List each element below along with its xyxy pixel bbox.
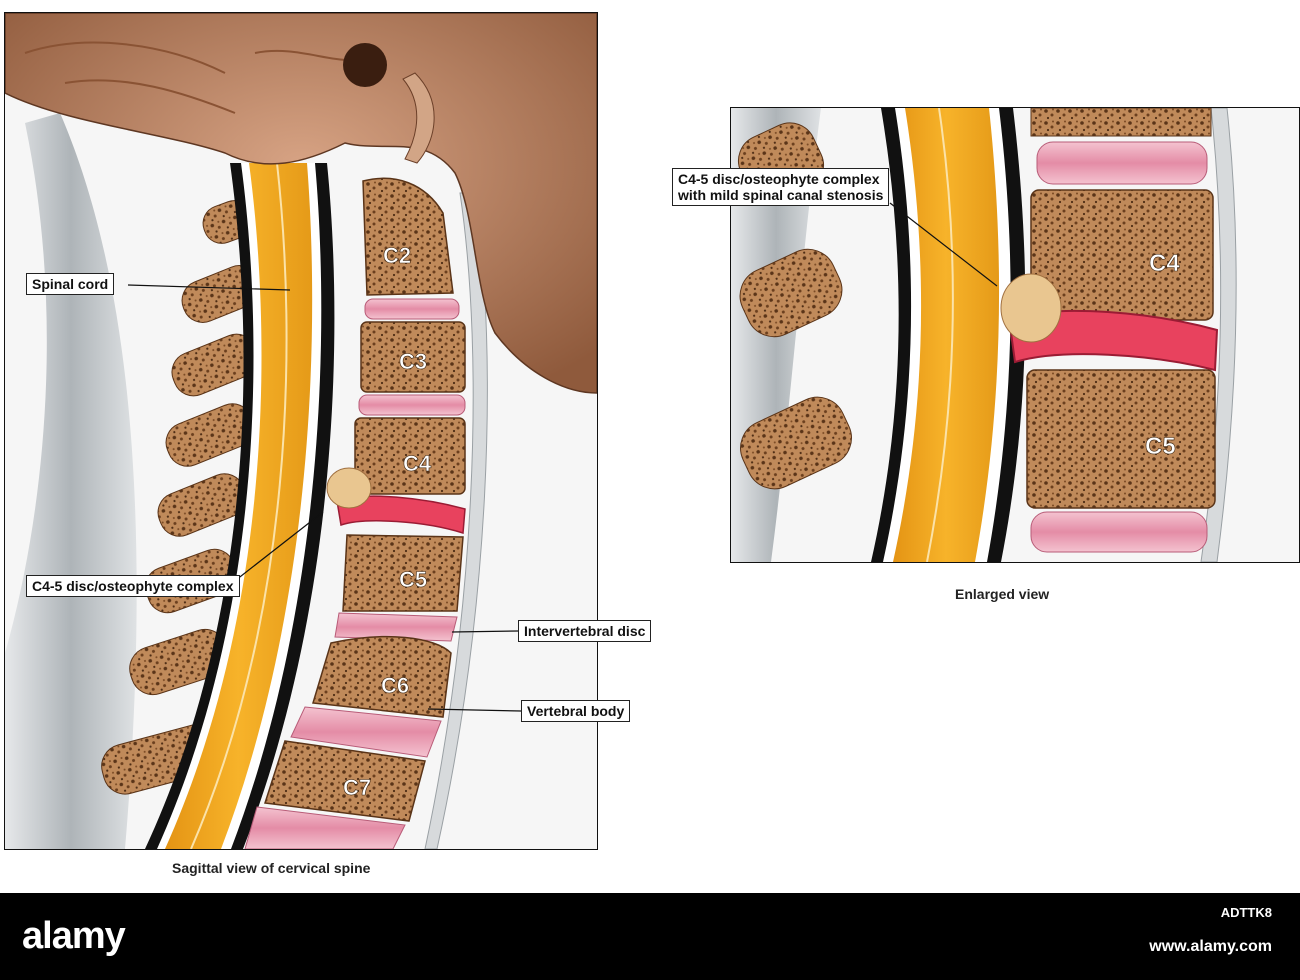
callout-intervertebral-disc: Intervertebral disc	[518, 620, 652, 642]
sagittal-view-panel: C2 C3 C4 C5 C6 C7	[4, 12, 598, 850]
posterior-ligament	[5, 113, 137, 849]
label-c4: C4	[403, 451, 432, 476]
herniated-disc-zoom	[1007, 309, 1219, 372]
disc-c5-c6	[334, 612, 458, 642]
osteophyte	[326, 467, 372, 509]
vertebra-c3	[360, 321, 466, 393]
osteophyte-zoom	[1000, 273, 1062, 343]
vertebra-c4	[354, 417, 466, 495]
disc-c6-c7	[290, 706, 442, 758]
disc-c3-c4	[358, 394, 466, 416]
sagittal-view-illustration: C2 C3 C4 C5 C6 C7	[5, 13, 597, 849]
vertebra-c5	[342, 534, 464, 612]
label-c7: C7	[343, 775, 371, 800]
site-url: www.alamy.com	[1149, 938, 1272, 955]
watermark-bar: alamy ADTTK8 www.alamy.com	[0, 893, 1300, 980]
label-c6: C6	[381, 673, 409, 698]
herniated-disc-c4-c5	[336, 495, 466, 534]
callout-osteophyte-stenosis: C4-5 disc/osteophyte complex with mild s…	[672, 168, 890, 206]
label-c2: C2	[383, 243, 411, 268]
foramen	[343, 43, 387, 87]
label-c4-zoom: C4	[1149, 250, 1180, 277]
caption-enlarged-view: Enlarged view	[955, 586, 1050, 602]
callout-osteophyte-complex: C4-5 disc/osteophyte complex	[26, 575, 240, 597]
label-c5-zoom: C5	[1145, 433, 1176, 460]
stock-id: ADTTK8	[1220, 905, 1272, 920]
skull-base	[5, 13, 597, 394]
vertebra-c6	[312, 635, 452, 718]
brand-logo: alamy	[22, 915, 126, 957]
disc-c2-c3	[364, 298, 460, 320]
spinal-cord	[165, 163, 313, 849]
callout-line-1: C4-5 disc/osteophyte complex	[678, 171, 880, 187]
vertebral-column	[244, 177, 466, 849]
callout-spinal-cord: Spinal cord	[26, 273, 115, 295]
callout-line-2: with mild spinal canal stenosis	[678, 187, 884, 203]
disc-c5-c6-zoom	[1030, 511, 1208, 553]
vertebra-c7	[264, 740, 426, 822]
disc-c3-c4-zoom	[1036, 141, 1208, 185]
vertebra-c2	[362, 177, 454, 296]
label-c3: C3	[399, 349, 427, 374]
vertebra-c5-zoom	[1026, 369, 1216, 509]
callout-vertebral-body: Vertebral body	[521, 700, 631, 722]
label-c5: C5	[399, 567, 427, 592]
caption-sagittal-view: Sagittal view of cervical spine	[172, 860, 371, 876]
